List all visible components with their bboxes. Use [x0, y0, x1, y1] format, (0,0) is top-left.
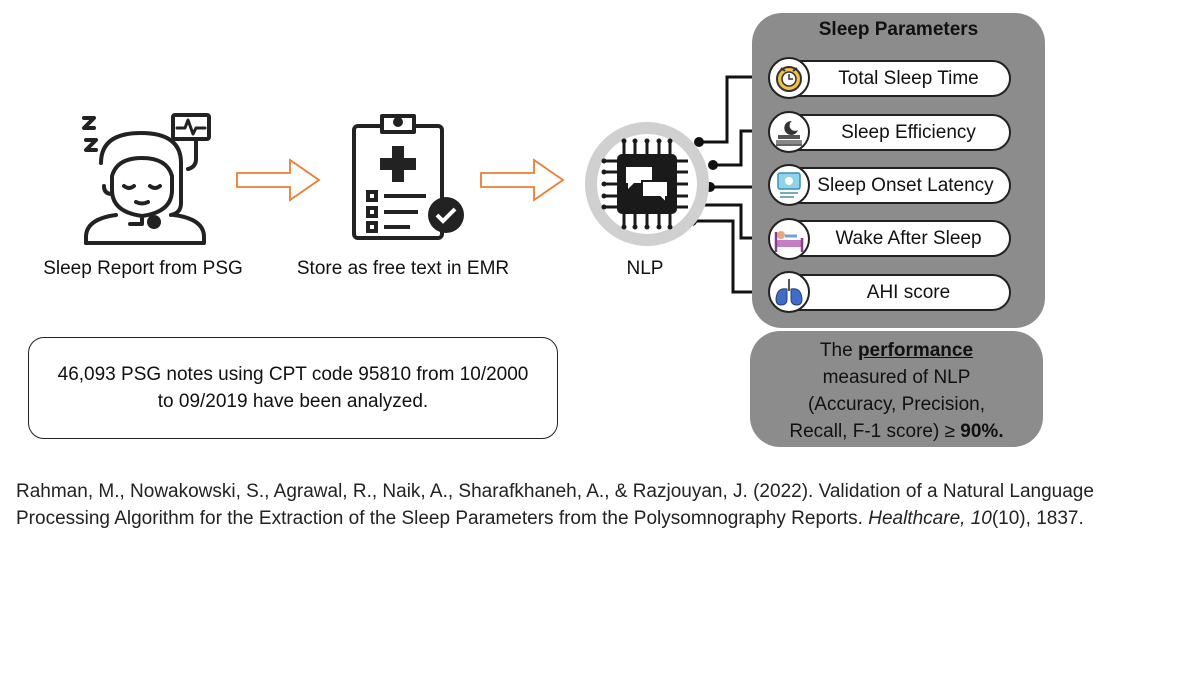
sleep-parameters-title: Sleep Parameters [818, 19, 979, 40]
param-sleep-onset-latency: Sleep Onset Latency [772, 167, 1011, 204]
param-label: Total Sleep Time [838, 67, 979, 89]
citation-issue: (10), 1837. [991, 508, 1084, 529]
nlp-chip-icon [585, 122, 709, 246]
step3-caption: NLP [626, 258, 664, 279]
param-label: Sleep Efficiency [841, 121, 976, 143]
param-total-sleep-time: Total Sleep Time [772, 60, 1011, 97]
clipboard-check-icon [352, 114, 464, 240]
performance-text: The performance measured of NLP (Accurac… [750, 337, 1043, 445]
step1-caption: Sleep Report from PSG [43, 258, 243, 279]
performance-line-2: measured of NLP [822, 367, 971, 388]
param-ahi-score: AHI score [772, 274, 1011, 311]
performance-line-3: (Accuracy, Precision, [807, 394, 986, 415]
performance-prefix: The [819, 340, 858, 361]
performance-box [750, 331, 1043, 447]
step2-caption: Store as free text in EMR [296, 258, 510, 279]
param-label: Wake After Sleep [835, 227, 982, 249]
performance-line-4: Recall, F-1 score) ≥ 90%. [750, 418, 1043, 445]
param-sleep-efficiency: Sleep Efficiency [772, 114, 1011, 151]
performance-value: 90%. [960, 421, 1004, 442]
dataset-note-text: 46,093 PSG notes using CPT code 95810 fr… [58, 361, 529, 415]
note-line-1: 46,093 PSG notes using CPT code 95810 fr… [57, 364, 529, 385]
performance-metric-text: Recall, F-1 score) ≥ [789, 421, 961, 442]
person-in-bed-icon [768, 218, 810, 260]
flow-arrow-2 [480, 158, 565, 202]
note-line-2: to 09/2019 have been analyzed. [157, 391, 429, 412]
param-label: Sleep Onset Latency [817, 174, 994, 196]
citation-journal: Healthcare, [868, 508, 966, 529]
citation-volume: 10 [970, 508, 992, 529]
sleeping-person-icon [82, 113, 211, 245]
citation-authors-title: Rahman, M., Nowakowski, S., Agrawal, R.,… [16, 481, 1094, 529]
lungs-icon [768, 271, 810, 313]
flow-arrow-1 [236, 158, 321, 202]
performance-keyword: performance [857, 340, 974, 361]
citation: Rahman, M., Nowakowski, S., Agrawal, R.,… [16, 478, 1186, 532]
sleep-onset-icon [768, 164, 810, 206]
param-label: AHI score [866, 281, 951, 303]
param-wake-after-sleep: Wake After Sleep [772, 220, 1011, 257]
sleeping-bed-icon [768, 111, 810, 153]
clock-face-icon [768, 57, 810, 99]
dataset-note-box: 46,093 PSG notes using CPT code 95810 fr… [28, 337, 558, 439]
performance-line-1: The performance [750, 337, 1043, 364]
